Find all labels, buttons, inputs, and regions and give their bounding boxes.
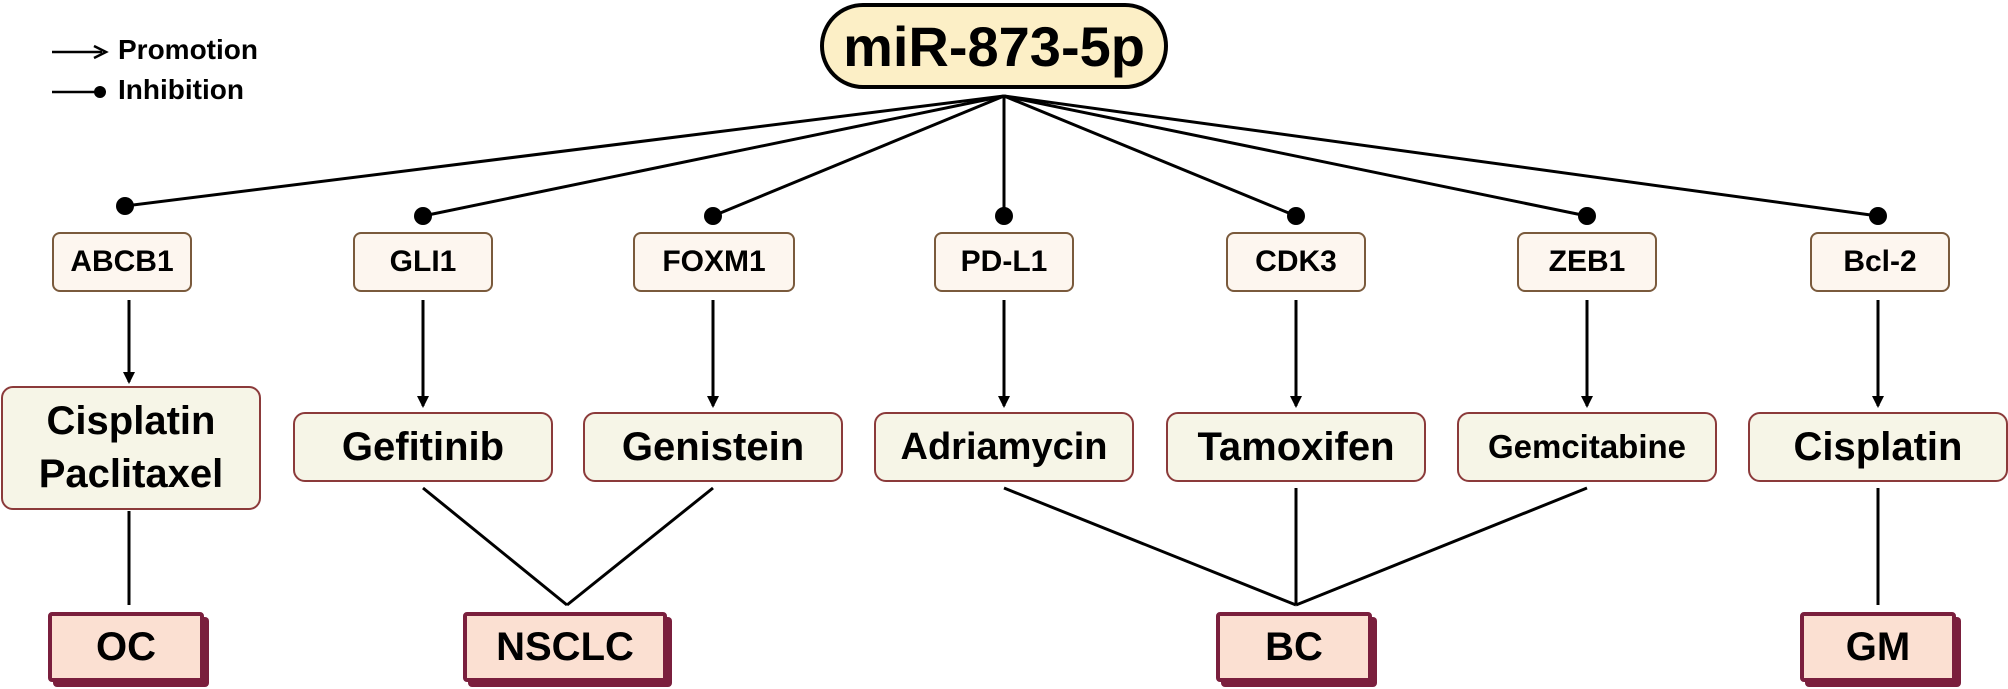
drug-node-gefitinib: Gefitinib bbox=[293, 412, 553, 482]
target-node-foxm1: FOXM1 bbox=[633, 232, 795, 292]
target-node-gli1: GLI1 bbox=[353, 232, 493, 292]
disease-node-nsclc: NSCLC bbox=[463, 612, 667, 682]
inhibition-dot-cdk3 bbox=[1287, 207, 1305, 225]
inhibition-dot-foxm1 bbox=[704, 207, 722, 225]
drug-node-cisplatin-gm: Cisplatin bbox=[1748, 412, 2008, 482]
target-node-bcl2: Bcl-2 bbox=[1810, 232, 1950, 292]
connector-gefitinib-nsclc bbox=[422, 486, 568, 607]
mirna-node: miR-873-5p bbox=[820, 3, 1168, 89]
disease-node-gm: GM bbox=[1800, 612, 1956, 682]
inhibition-dot-zeb1 bbox=[1578, 207, 1596, 225]
target-node-zeb1: ZEB1 bbox=[1517, 232, 1657, 292]
target-node-pdl1: PD-L1 bbox=[934, 232, 1074, 292]
drug-node-adriamycin: Adriamycin bbox=[874, 412, 1134, 482]
inhibition-line-cdk3 bbox=[1003, 94, 1297, 218]
drug-node-tamoxifen: Tamoxifen bbox=[1166, 412, 1426, 482]
legend-inhibition-dot bbox=[94, 86, 106, 98]
inhibition-dot-gli1 bbox=[414, 207, 432, 225]
target-node-cdk3: CDK3 bbox=[1226, 232, 1366, 292]
target-node-abcb1: ABCB1 bbox=[52, 232, 192, 292]
inhibition-dot-pdl1 bbox=[995, 207, 1013, 225]
disease-node-bc: BC bbox=[1216, 612, 1372, 682]
drug-node-gemcitabine: Gemcitabine bbox=[1457, 412, 1717, 482]
drug-label-cisplatin: Cisplatin bbox=[46, 399, 216, 444]
inhibition-line-zeb1 bbox=[1003, 94, 1588, 218]
legend-inhibition-label: Inhibition bbox=[118, 74, 244, 105]
inhibition-line-gli1 bbox=[422, 94, 1005, 218]
connector-adriamycin-bc bbox=[1003, 486, 1297, 607]
inhibition-dot-abcb1 bbox=[116, 197, 134, 215]
legend-promotion-arrowhead bbox=[93, 44, 109, 60]
inhibition-dot-bcl2 bbox=[1869, 207, 1887, 225]
connector-gemcitabine-bc bbox=[1295, 486, 1588, 607]
drug-label-paclitaxel: Paclitaxel bbox=[38, 452, 224, 496]
disease-node-oc: OC bbox=[48, 612, 204, 682]
connector-genistein-nsclc bbox=[566, 486, 714, 607]
inhibition-line-foxm1 bbox=[712, 94, 1005, 218]
drug-node-genistein: Genistein bbox=[583, 412, 843, 482]
inhibition-line-abcb1 bbox=[124, 94, 1005, 208]
inhibition-line-bcl2 bbox=[1003, 94, 1879, 218]
drug-node-cisplatin-paclitaxel: Cisplatin Paclitaxel bbox=[1, 386, 261, 510]
legend-promotion-label: Promotion bbox=[118, 34, 258, 65]
